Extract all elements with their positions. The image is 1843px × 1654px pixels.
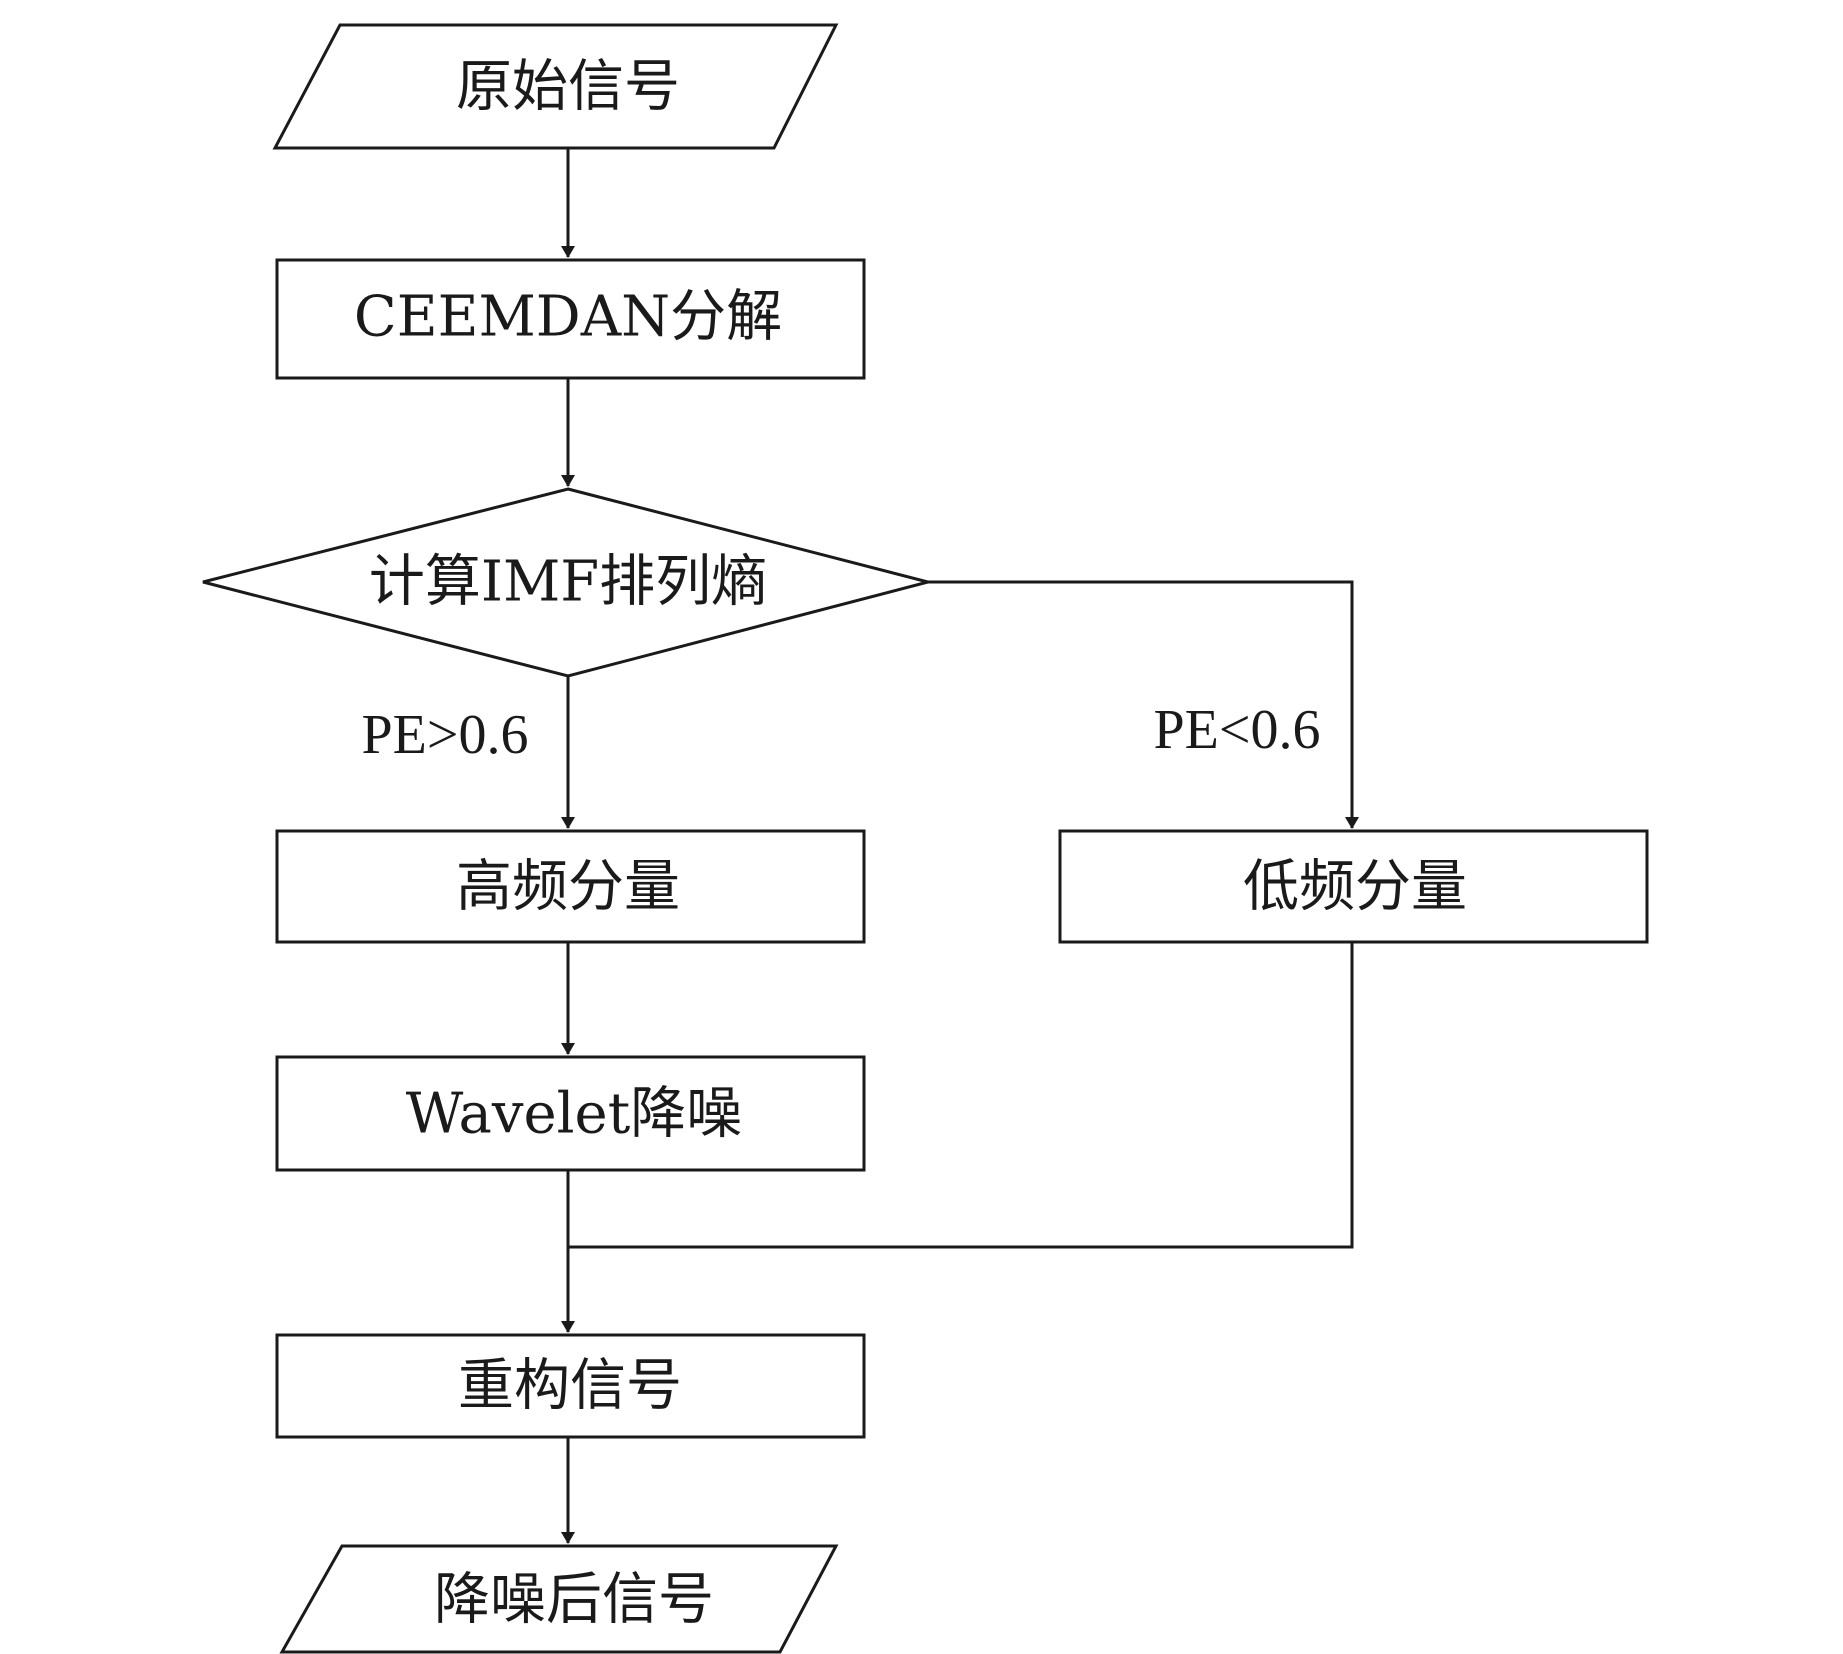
- output-label: 降噪后信号: [434, 1568, 714, 1633]
- output-parallelogram: [279, 1544, 839, 1654]
- high-freq-box: [275, 829, 866, 944]
- input-label: 原始信号: [456, 55, 680, 120]
- wavelet-label: Wavelet降噪: [406, 1082, 742, 1147]
- high-freq-label: 高频分量: [456, 855, 680, 920]
- condition-low-label: PE<0.6: [1154, 699, 1321, 761]
- node-output: 降噪后信号: [279, 1544, 839, 1654]
- node-decompose: CEEMDAN分解: [275, 258, 866, 380]
- node-input: 原始信号: [272, 23, 839, 150]
- input-parallelogram: [272, 23, 839, 150]
- reconstruct-label: 重构信号: [458, 1354, 682, 1419]
- node-wavelet: Wavelet降噪: [275, 1055, 866, 1172]
- condition-high-label: PE>0.6: [362, 704, 529, 766]
- low-freq-label: 低频分量: [1243, 855, 1467, 920]
- decompose-label: CEEMDAN分解: [354, 285, 782, 350]
- wavelet-box: [275, 1055, 866, 1172]
- node-high-freq: 高频分量: [275, 829, 866, 944]
- node-low-freq: 低频分量: [1058, 829, 1649, 944]
- entropy-diamond: [202, 487, 934, 678]
- entropy-label: 计算IMF排列熵: [369, 550, 767, 615]
- node-reconstruct: 重构信号: [275, 1333, 866, 1439]
- low-freq-box: [1058, 829, 1649, 944]
- edge-entropy-to-low-freq: [928, 580, 1359, 829]
- edge-low-freq-to-reconstruct: [568, 942, 1354, 1249]
- decompose-box: [275, 258, 866, 380]
- node-entropy: 计算IMF排列熵: [202, 487, 934, 678]
- reconstruct-box: [275, 1333, 866, 1439]
